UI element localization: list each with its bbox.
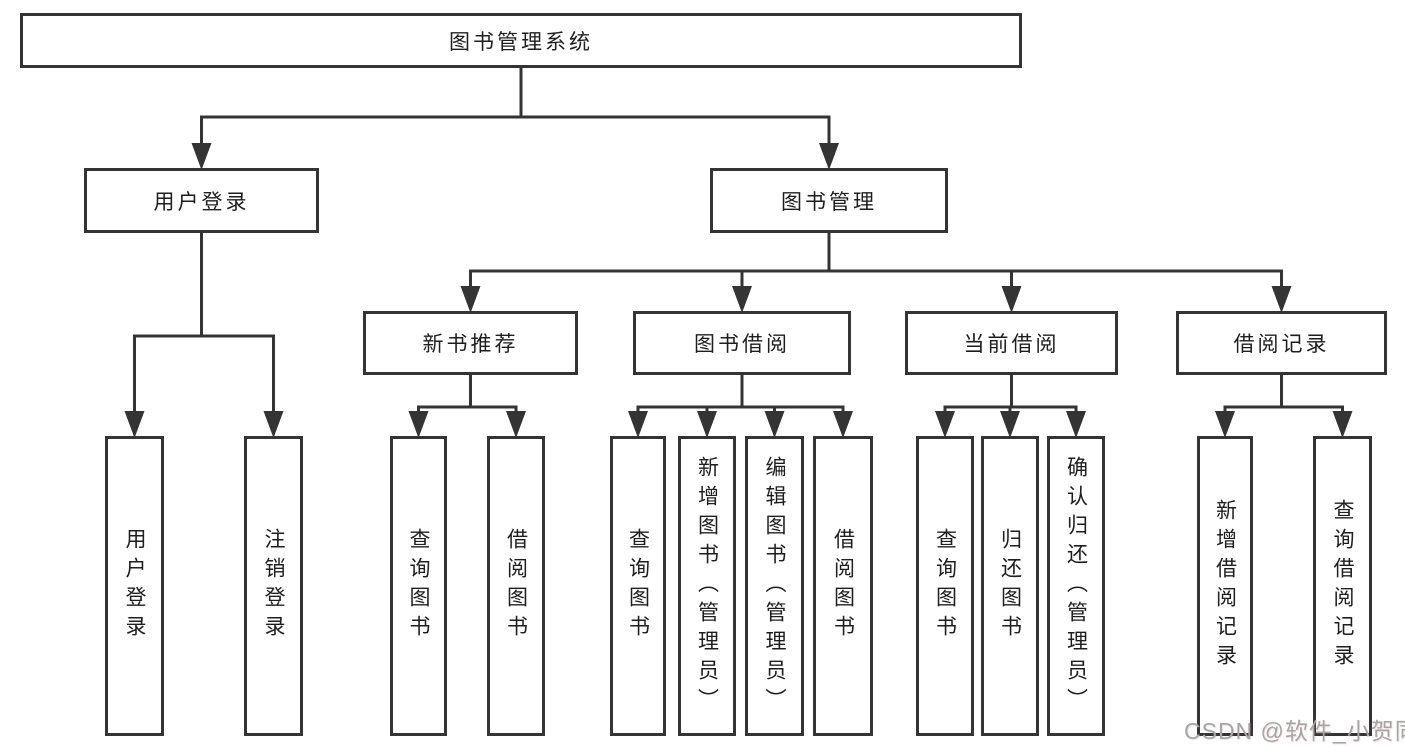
leaf-borrow-query-book: 查询图书 (610, 436, 666, 736)
leaf-current-confirm-return-admin: 确认归还（管理员） (1047, 436, 1105, 736)
arrowhead-down-icon (124, 411, 145, 438)
arrowhead-down-icon (628, 411, 648, 438)
arrowhead-down-icon (1000, 411, 1020, 438)
leaf-recommend-borrow-book: 借阅图书 (487, 436, 545, 736)
leaf-user-login: 用户登录 (105, 436, 164, 736)
leaf-borrow-borrow-book: 借阅图书 (813, 436, 873, 736)
arrowhead-down-icon (732, 286, 752, 313)
node-current-borrow: 当前借阅 (905, 311, 1118, 375)
node-borrow-records: 借阅记录 (1176, 311, 1387, 375)
arrowhead-down-icon (819, 143, 839, 170)
leaf-current-query-book: 查询图书 (916, 436, 974, 736)
node-book-borrow: 图书借阅 (633, 311, 851, 375)
arrowhead-down-icon (697, 411, 717, 438)
arrowhead-down-icon (506, 411, 526, 438)
arrowhead-down-icon (191, 143, 212, 170)
arrowhead-down-icon (1332, 411, 1353, 438)
leaf-records-add-record: 新增借阅记录 (1197, 436, 1253, 736)
arrowhead-down-icon (1215, 411, 1235, 438)
leaf-records-query-record: 查询借阅记录 (1313, 436, 1372, 736)
node-root: 图书管理系统 (20, 13, 1022, 68)
arrowhead-down-icon (1001, 286, 1022, 313)
node-new-book-recommend: 新书推荐 (363, 311, 578, 375)
arrowhead-down-icon (833, 411, 853, 438)
arrowhead-down-icon (935, 411, 955, 438)
leaf-borrow-edit-book-admin: 编辑图书（管理员） (745, 436, 804, 736)
leaf-borrow-add-book-admin: 新增图书（管理员） (678, 436, 736, 736)
node-book-management: 图书管理 (710, 168, 948, 233)
leaf-logout-login: 注销登录 (244, 436, 303, 736)
node-user-login-branch: 用户登录 (84, 168, 319, 233)
leaf-current-return-book: 归还图书 (981, 436, 1039, 736)
arrowhead-down-icon (408, 411, 429, 438)
arrowhead-down-icon (1271, 286, 1292, 313)
arrowhead-down-icon (1066, 411, 1086, 438)
leaf-recommend-query-book: 查询图书 (390, 436, 447, 736)
arrowhead-down-icon (263, 411, 284, 438)
csdn-watermark: CSDN @软件_小贺同学 (1184, 718, 1405, 744)
arrowhead-down-icon (764, 411, 785, 438)
arrowhead-down-icon (460, 286, 481, 313)
